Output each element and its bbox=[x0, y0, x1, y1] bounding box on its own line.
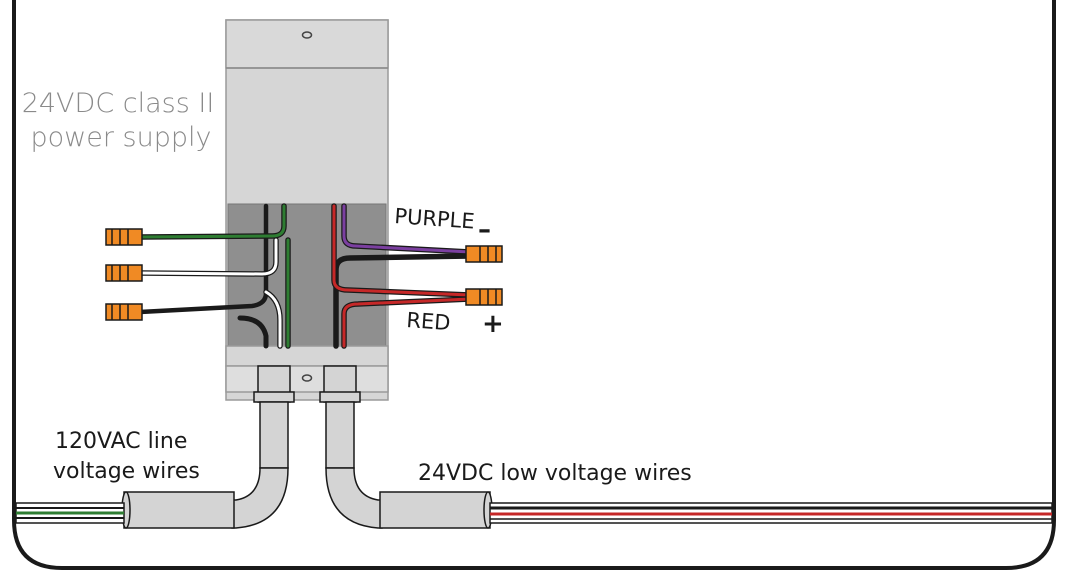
purple-wire-label: PURPLE bbox=[394, 204, 476, 234]
wire-nut-connector-icon bbox=[105, 303, 143, 321]
low-voltage-label: 24VDC low voltage wires bbox=[418, 461, 692, 486]
power-supply-label-2: power supply bbox=[31, 122, 212, 153]
line-voltage-cable bbox=[15, 502, 125, 524]
wire-nut-connector-icon bbox=[105, 228, 143, 246]
line-voltage-label-2: voltage wires bbox=[53, 459, 200, 484]
wire-nut-connector-icon bbox=[105, 264, 143, 282]
wire-nut-connector-icon bbox=[465, 245, 503, 263]
enclosure-bottom-panel bbox=[225, 345, 389, 367]
enclosure-bottom-plate bbox=[225, 365, 389, 393]
conduit-right bbox=[319, 365, 493, 529]
low-voltage-wires-internal bbox=[331, 203, 473, 349]
power-supply-label: 24VDC class II bbox=[22, 88, 215, 119]
mounting-hole-icon bbox=[301, 374, 313, 382]
mounting-hole-icon bbox=[301, 31, 313, 39]
line-voltage-label: 120VAC line bbox=[55, 429, 187, 454]
wire-nut-connector-icon bbox=[465, 288, 503, 306]
negative-sign: – bbox=[478, 215, 491, 245]
positive-sign: + bbox=[482, 309, 504, 339]
red-wire-label: RED bbox=[406, 308, 452, 335]
line-voltage-wires-internal bbox=[137, 203, 291, 349]
diagram-frame bbox=[12, 0, 1056, 570]
conduit-left bbox=[121, 365, 295, 529]
low-voltage-cable bbox=[489, 502, 1053, 524]
